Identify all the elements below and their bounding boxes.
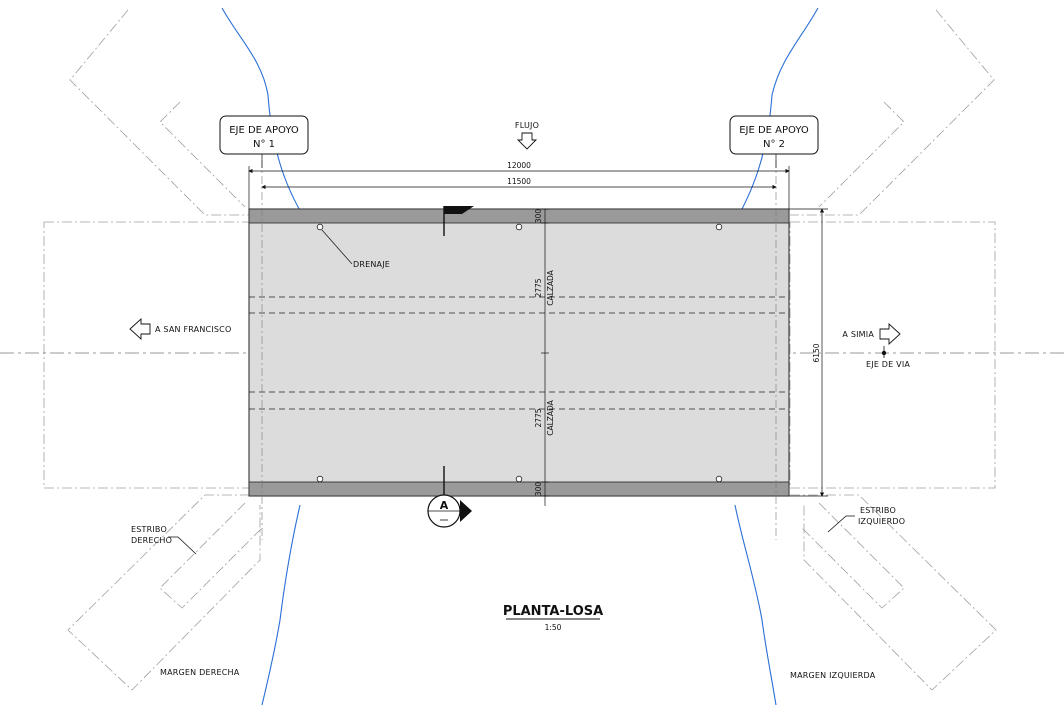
flag-marker xyxy=(443,206,474,236)
section-letter: A xyxy=(440,499,449,512)
dim-span-length: 11500 xyxy=(507,177,531,186)
estribo-izquierdo-label-1: ESTRIBO xyxy=(860,506,896,515)
support-axes xyxy=(261,160,777,540)
margen-derecha-label: MARGEN DERECHA xyxy=(160,668,240,677)
deck-slab xyxy=(248,208,790,497)
eje-apoyo-1-box xyxy=(219,115,309,168)
eje-apoyo-2-box xyxy=(729,115,819,168)
flujo-label: FLUJO xyxy=(515,121,539,130)
dim-total-width: 6150 xyxy=(812,343,821,362)
drain-holes xyxy=(316,223,723,483)
arrow-right-icon xyxy=(879,322,901,346)
dim-lane-top-label: CALZADA xyxy=(546,269,555,305)
margen-izquierda-label: MARGEN IZQUIERDA xyxy=(790,671,876,680)
estribo-izquierdo-leader xyxy=(827,515,855,533)
dim-lane-bottom-label: CALZADA xyxy=(546,399,555,435)
dim-lines-horizontal xyxy=(248,166,790,209)
dim-lane-bottom: 2775 xyxy=(534,408,543,427)
curb-bottom xyxy=(248,481,790,497)
dim-lane-top: 2775 xyxy=(534,278,543,297)
drenaje-leader xyxy=(321,229,353,265)
dim-curb-top: 300 xyxy=(534,209,543,224)
abutment-right-outline xyxy=(789,9,997,691)
estribo-derecho-label-1: ESTRIBO xyxy=(131,525,167,534)
estribo-derecho-leader xyxy=(168,536,197,555)
eje-apoyo-2-line1: EJE DE APOYO xyxy=(739,125,809,136)
lane-lines xyxy=(249,296,789,410)
eje-apoyo-2-line2: N° 2 xyxy=(763,139,785,150)
estribo-derecho-label-2: DERECHO xyxy=(131,536,172,545)
drawing-title: PLANTA-LOSA xyxy=(503,604,603,619)
flujo-arrow-icon xyxy=(516,132,538,150)
drawing-scale: 1:50 xyxy=(545,623,562,632)
a-simia-label: A SIMIA xyxy=(842,330,874,339)
river-bank-lines xyxy=(221,7,819,706)
eje-de-via-label: EJE DE VIA xyxy=(866,360,910,369)
arrow-left-icon xyxy=(129,317,151,341)
drenaje-label: DRENAJE xyxy=(353,260,390,269)
dim-curb-bottom: 300 xyxy=(534,482,543,497)
eje-apoyo-1-line1: EJE DE APOYO xyxy=(229,125,299,136)
section-a-symbol xyxy=(427,494,472,528)
dim-lines-vertical-right xyxy=(789,208,828,497)
abutment-left-outline xyxy=(43,9,263,691)
dim-chain-interior xyxy=(541,208,549,506)
a-san-francisco-label: A SAN FRANCISCO xyxy=(155,325,231,334)
estribo-izquierdo-label-2: IZQUIERDO xyxy=(858,517,905,526)
dim-total-length: 12000 xyxy=(507,161,531,170)
curb-top xyxy=(248,208,790,224)
eje-via-marker xyxy=(881,346,887,358)
eje-apoyo-1-line2: N° 1 xyxy=(253,139,275,150)
